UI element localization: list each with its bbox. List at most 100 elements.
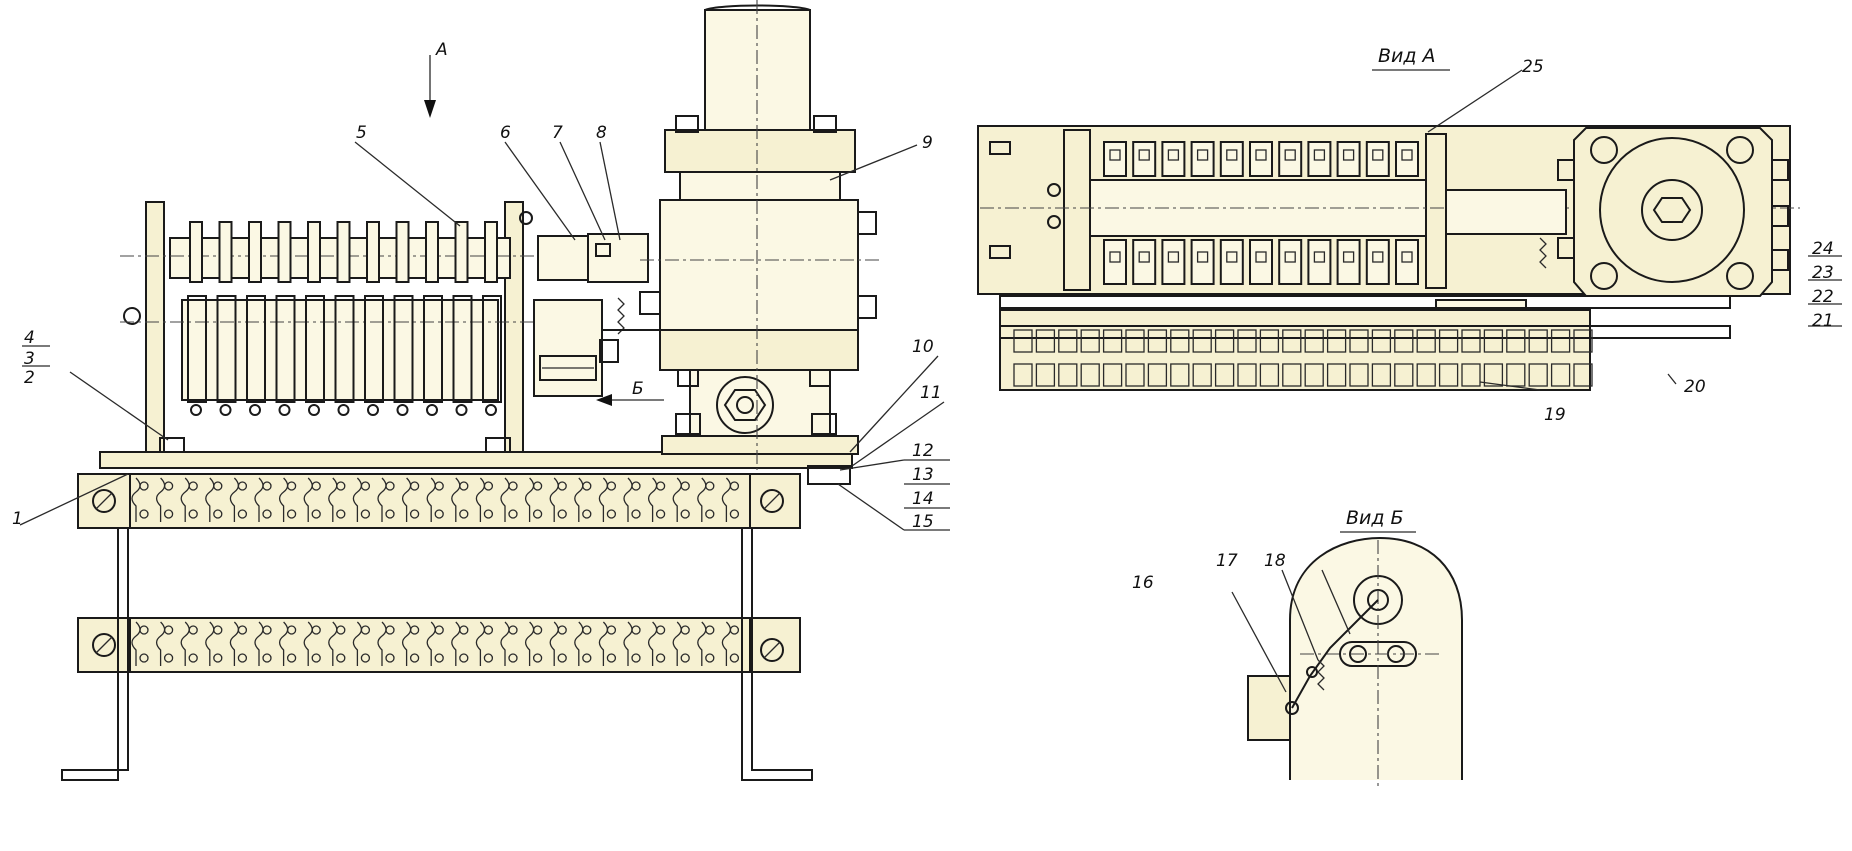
terminal-screw	[483, 481, 494, 491]
view-a-cam-slot	[1255, 149, 1267, 161]
callout-13: 13	[912, 465, 934, 485]
terminal-screw	[286, 509, 297, 519]
view-a-cam-slot	[1167, 149, 1180, 161]
terminal-screw	[188, 653, 198, 663]
terminal-screw	[705, 625, 715, 635]
callout-7: 7	[552, 123, 563, 143]
view-a-terminal-bottom	[1147, 363, 1168, 387]
view-a-cam-slot	[1401, 149, 1413, 161]
terminal-screw	[409, 653, 420, 663]
terminal-clamp	[475, 477, 486, 522]
terminal-screw	[188, 481, 198, 491]
terminal-screw	[582, 653, 592, 663]
drive-housing	[639, 0, 880, 485]
terminal-clamp	[180, 621, 190, 666]
terminal-screw	[582, 625, 592, 635]
terminal-clamp	[377, 621, 387, 666]
view-a-cam-slot	[1109, 149, 1121, 161]
view-a-terminal-top	[1259, 329, 1280, 353]
view-a-terminal-bottom	[1304, 363, 1324, 387]
terminal-screw	[336, 653, 346, 663]
view-a-terminal-bottom	[1371, 363, 1392, 387]
terminal-clamp	[352, 621, 363, 666]
terminal-clamp	[500, 477, 510, 522]
terminal-clamp	[697, 621, 707, 666]
terminal-clamp	[205, 477, 215, 522]
terminal-screw	[729, 509, 740, 519]
limit-switch-block	[533, 233, 660, 397]
callout-19: 19	[1544, 405, 1566, 425]
cam-contact	[305, 295, 325, 403]
terminal-clamp	[155, 621, 166, 666]
callout-9: 9	[922, 133, 933, 153]
stacked-callouts-right	[904, 459, 950, 531]
cam-contact	[216, 295, 237, 403]
terminal-screw	[557, 509, 567, 519]
terminal-screw	[336, 509, 346, 519]
terminal-clamp	[524, 477, 535, 522]
view-a-cam-slot	[1109, 251, 1121, 263]
cam-finger	[484, 221, 498, 283]
callout-numbers: 1 2 3 4 5 6 7 8 9 10 11 12 13 14 15 16 1…	[12, 57, 1834, 593]
cam-contact	[334, 295, 355, 403]
terminal-screw	[311, 653, 321, 663]
view-a-cam-slot	[1401, 251, 1413, 263]
view-a-cam-slot	[1167, 251, 1180, 263]
terminal-screw	[655, 653, 666, 663]
cam-screw	[278, 404, 291, 416]
main-view: А	[19, 0, 950, 781]
terminal-screw	[631, 509, 641, 519]
view-a-cam-top	[1190, 141, 1215, 177]
terminal-screw	[459, 625, 469, 635]
view-a-terminal-top	[1237, 329, 1257, 353]
view-a-terminal-bottom	[1550, 363, 1571, 387]
terminal-clamp	[401, 477, 412, 522]
callout-5: 5	[356, 123, 367, 143]
view-a-cam-slot	[1313, 251, 1326, 263]
cam-screw	[190, 404, 202, 416]
view-a-cam-slot	[1196, 251, 1209, 263]
view-a-title: Вид А	[1378, 45, 1436, 67]
view-a-terminal-bottom	[1035, 363, 1056, 387]
terminal-screw	[459, 481, 469, 491]
terminal-clamp	[155, 477, 166, 522]
terminal-screw	[434, 625, 444, 635]
terminal-screw	[459, 509, 469, 519]
cam-contact	[452, 295, 473, 403]
terminal-screw	[163, 509, 174, 519]
view-a-cam-top	[1336, 141, 1361, 177]
view-a-terminal-top	[1013, 329, 1033, 353]
terminal-screw	[434, 653, 444, 663]
terminal-clamp	[278, 477, 289, 522]
view-a-terminal-bottom	[1282, 363, 1302, 387]
view-a-cam-top	[1395, 141, 1419, 177]
view-a-cam-top	[1249, 141, 1273, 177]
view-a-terminal-bottom	[1326, 363, 1347, 387]
view-a-cam-top	[1161, 141, 1186, 177]
terminal-screw	[606, 509, 617, 519]
cam-screw	[485, 404, 497, 416]
cam-finger	[277, 221, 292, 283]
terminal-screw	[163, 481, 174, 491]
terminal-clamp	[549, 621, 559, 666]
terminal-screw	[213, 653, 223, 663]
terminal-clamp	[451, 477, 461, 522]
cam-contact	[275, 295, 296, 403]
terminal-clamp	[574, 621, 584, 666]
terminal-clamp	[205, 621, 215, 666]
view-a-terminal-top	[1573, 329, 1593, 353]
terminal-clamp	[229, 477, 240, 522]
terminal-screw	[237, 625, 248, 635]
terminal-clamp	[328, 621, 338, 666]
cam-finger-set	[187, 221, 502, 416]
terminal-clamp	[426, 621, 436, 666]
terminal-screw	[606, 653, 617, 663]
view-a-terminal-bottom	[1416, 363, 1436, 387]
arrow-a-label: А	[435, 40, 448, 60]
upper-terminal-set	[131, 477, 740, 522]
terminal-screw	[213, 509, 223, 519]
terminal-screw	[237, 509, 248, 519]
view-a: Вид А	[977, 45, 1842, 391]
terminal-clamp	[303, 477, 313, 522]
arrow-b-label: Б	[632, 379, 644, 399]
